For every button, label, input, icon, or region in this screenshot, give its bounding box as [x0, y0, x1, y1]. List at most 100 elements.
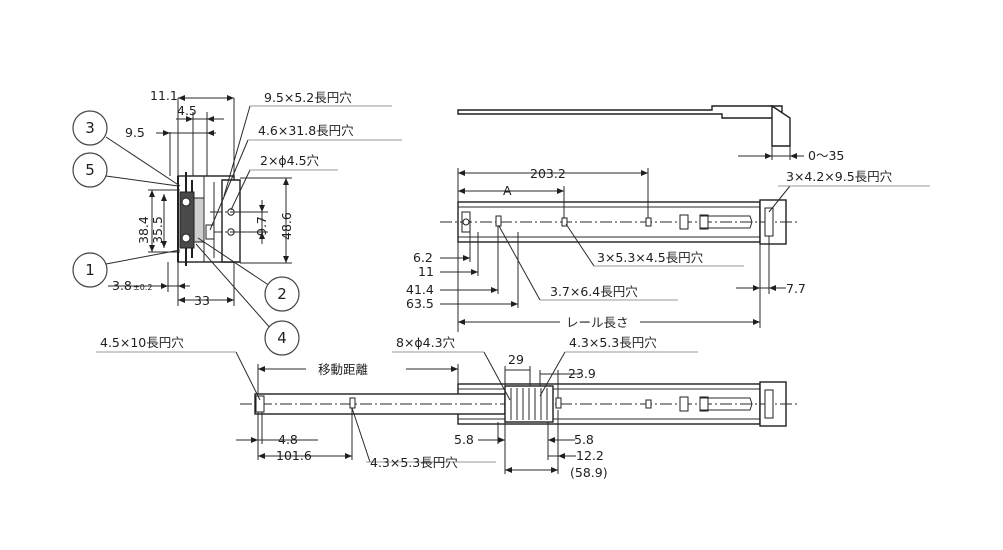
balloon-1-label: 1 [85, 261, 95, 279]
arrow [149, 190, 155, 197]
callout-8xphi4-3-holes: 8×ϕ4.3穴 [396, 335, 456, 350]
leader [209, 139, 249, 231]
arrow [548, 437, 555, 443]
callout-2xphi4-5-holes: 2×ϕ4.5穴 [260, 153, 320, 168]
slot-4-2x9-5-c [764, 207, 774, 237]
arrow [769, 285, 776, 291]
label-mask [306, 360, 406, 378]
inner-member [193, 197, 205, 243]
slot-outer-d [699, 396, 709, 412]
slot-4-5x10 [255, 395, 265, 413]
dim-3-8-tolerance: ±0.2 [133, 283, 152, 292]
callout-4-3x5-3-slot-bottom: 4.3×5.3長円穴 [370, 455, 458, 470]
leader [483, 351, 511, 401]
arrow [259, 205, 265, 212]
arrow [511, 301, 518, 307]
side-view-closed: 203.2 A 3×4.2×9.5長円穴 6.2 11 41.4 63.5 3×… [406, 166, 930, 332]
dim-7-7: 7.7 [786, 281, 806, 296]
leader [105, 136, 181, 187]
dim-203-2: 203.2 [530, 166, 566, 181]
dim-11-1: 11.1 [150, 88, 178, 103]
rail-top-outline [457, 105, 783, 119]
arrow [491, 287, 498, 293]
dim-41-4: 41.4 [406, 282, 434, 297]
arrow [283, 256, 289, 263]
arrow [178, 95, 185, 101]
callout-3-7x6-4-slot: 3.7×6.4長円穴 [550, 284, 638, 299]
arrow [207, 130, 214, 136]
dim-rail-length: レール長さ [566, 315, 629, 330]
dim-4-5: 4.5 [177, 103, 197, 118]
balloon-5 [72, 152, 108, 188]
balloon-2 [264, 276, 300, 312]
latch-lever-extended [700, 397, 753, 411]
arrow [557, 188, 564, 194]
leader [768, 185, 791, 213]
arrow [345, 453, 352, 459]
cross-section-view: 11.1 4.5 9.5 9.5×5.2長円穴 4.6×31.8長円穴 2×ϕ4… [72, 88, 402, 356]
balloon-3-label: 3 [85, 119, 95, 137]
leader [223, 105, 251, 197]
arrow [641, 170, 648, 176]
leader [235, 351, 261, 401]
arrow [258, 366, 265, 372]
dim-9-7: 9.7 [254, 216, 269, 236]
balloon-5-label: 5 [85, 161, 95, 179]
arrow [259, 232, 265, 239]
arrow [163, 130, 170, 136]
arrow [227, 297, 234, 303]
dim-101-6: 101.6 [276, 448, 312, 463]
end-slot [764, 389, 774, 419]
balloon-4-label: 4 [277, 329, 287, 347]
top-view: 0〜35 [457, 104, 844, 163]
dim-58-9: (58.9) [570, 465, 608, 480]
dim-5-8a: 5.8 [454, 432, 474, 447]
arrow [178, 297, 185, 303]
arrow [498, 437, 505, 443]
ball-bearing-top [181, 197, 191, 207]
dim-travel: 移動距離 [318, 362, 369, 377]
dim-33: 33 [194, 293, 210, 308]
arrow [258, 453, 265, 459]
dim-63-5: 63.5 [406, 296, 434, 311]
arrow [753, 285, 760, 291]
arrow [227, 95, 234, 101]
arrow [458, 319, 465, 325]
arrow [753, 319, 760, 325]
arrow [471, 269, 478, 275]
leader [195, 243, 273, 331]
arrow [451, 366, 458, 372]
dim-0-35: 0〜35 [808, 148, 844, 163]
slot-4-3x5-3-outer [555, 397, 562, 409]
front-hole [462, 218, 470, 226]
ball-bearing-bottom [181, 233, 191, 243]
arrow [161, 241, 167, 248]
callout-4-5x10-slot: 4.5×10長円穴 [100, 335, 184, 350]
arrow [458, 170, 465, 176]
leader [565, 223, 595, 267]
callout-3x5-3x4-5-slots: 3×5.3×4.5長円穴 [597, 250, 704, 265]
arrow [161, 283, 168, 289]
balloon-1 [72, 252, 108, 288]
arrow [207, 116, 214, 122]
balloon-3 [72, 110, 108, 146]
retainer-balls [510, 388, 548, 420]
leader [351, 407, 371, 463]
dim-29: 29 [508, 352, 524, 367]
leader [498, 225, 541, 301]
slot-4-6x31-8 [205, 224, 215, 240]
arrow [186, 116, 193, 122]
arrow [790, 153, 797, 159]
arrow [551, 467, 558, 473]
callout-4-6x31-8-slot: 4.6×31.8長円穴 [258, 123, 354, 138]
arrow [558, 453, 565, 459]
dim-4-8: 4.8 [278, 432, 298, 447]
arrow [251, 437, 258, 443]
dim-38-4: 38.4 [136, 216, 151, 244]
dim-12-2: 12.2 [576, 448, 604, 463]
slot-5-3x4-5-b [645, 217, 652, 227]
leader [105, 249, 181, 265]
arrow [161, 194, 167, 201]
dim-23-9: 23.9 [568, 366, 596, 381]
